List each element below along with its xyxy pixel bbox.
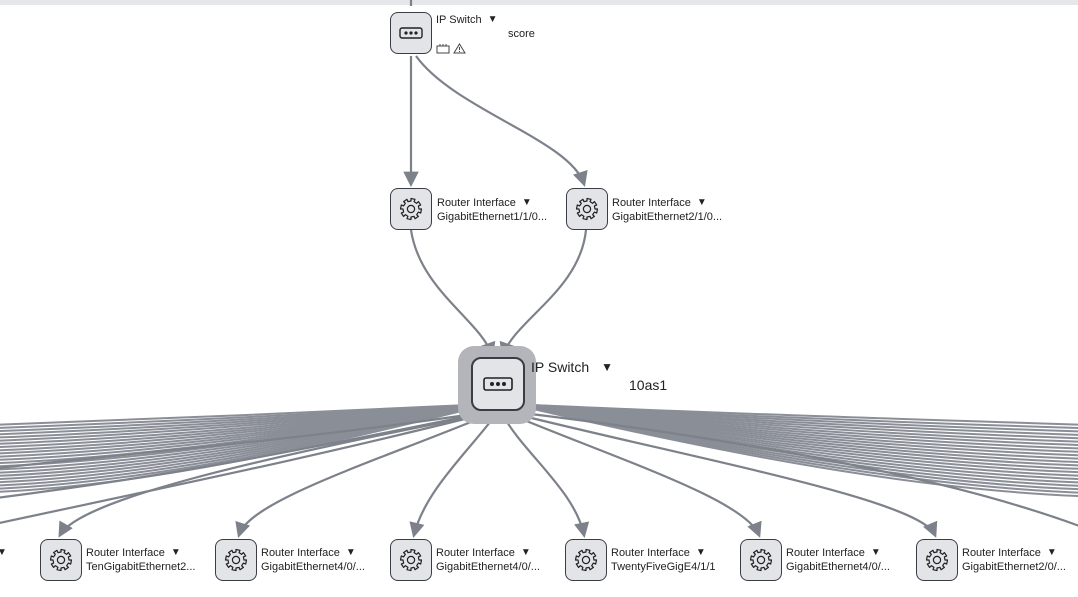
central-switch-name: 10as1 [629, 377, 668, 393]
top-switch-menu-caret[interactable]: ▼ [487, 14, 498, 25]
router-interface-node[interactable] [390, 188, 432, 230]
gear-icon [575, 197, 599, 221]
interface-type: Router Interface [962, 547, 1041, 559]
router-interface-label: Router Interface ▼ TenGigabitEthernet2... [86, 546, 195, 574]
gear-icon [399, 197, 423, 221]
central-switch-node[interactable] [471, 357, 525, 411]
interface-type: Router Interface [437, 197, 516, 209]
interface-type: Router Interface [436, 547, 515, 559]
link-central-to-lower4 [501, 412, 590, 539]
interface-menu-caret[interactable]: ▼ [520, 547, 531, 558]
interface-type: Router Interface [261, 547, 340, 559]
central-switch-label: IP Switch ▼ 10as1 [531, 358, 667, 394]
router-interface-label: Router Interface ▼ GigabitEthernet2/1/0..… [612, 196, 722, 224]
link-central-west-b [0, 410, 489, 499]
warning-icon [453, 43, 466, 54]
link-if2-to-central [499, 229, 588, 358]
router-interface-label: Router Interface ▼ GigabitEthernet1/1/0..… [437, 196, 547, 224]
interface-menu-caret[interactable]: ▼ [521, 197, 532, 208]
top-switch-node[interactable] [390, 12, 432, 54]
top-bar [0, 0, 1078, 5]
gear-icon [399, 548, 423, 572]
router-interface-node[interactable] [566, 188, 608, 230]
router-interface-label: Router Interface ▼ GigabitEthernet2/0/... [962, 546, 1066, 574]
link-if1-to-central [409, 229, 496, 358]
link-central-to-lower3 [409, 412, 498, 538]
router-interface-node[interactable] [40, 539, 82, 581]
link-top-to-if2 [415, 55, 588, 187]
interface-menu-caret[interactable]: ▼ [696, 197, 707, 208]
gear-icon [925, 548, 949, 572]
router-interface-label: Router Interface ▼ TwentyFiveGigE4/1/1 [611, 546, 716, 574]
router-interface-node[interactable] [390, 539, 432, 581]
router-interface-node[interactable] [215, 539, 257, 581]
interface-name: TwentyFiveGigE4/1/1 [611, 561, 716, 573]
interface-name: GigabitEthernet4/0/... [261, 561, 365, 573]
link-central-west-a [0, 410, 488, 469]
router-interface-label: Router Interface ▼ GigabitEthernet4/0/... [786, 546, 890, 574]
switch-icon [483, 377, 513, 391]
central-switch-type: IP Switch [531, 359, 590, 375]
interface-menu-caret[interactable]: ▼ [345, 547, 356, 558]
link-central-to-lower2 [235, 411, 494, 538]
interface-type: Router Interface [612, 197, 691, 209]
interface-type: Router Interface [611, 547, 690, 559]
router-interface-label: Router Interface ▼ GigabitEthernet4/0/... [436, 546, 540, 574]
interface-menu-caret[interactable]: ▼ [1046, 547, 1057, 558]
router-interface-node[interactable] [740, 539, 782, 581]
gear-icon [749, 548, 773, 572]
router-interface-node[interactable] [916, 539, 958, 581]
router-interface-label: Router Interface ▼ GigabitEthernet4/0/... [261, 546, 365, 574]
interface-menu-caret[interactable]: ▼ [870, 547, 881, 558]
interface-name: TenGigabitEthernet2... [86, 561, 196, 573]
interface-name: GigabitEthernet1/1/0... [437, 211, 548, 223]
interface-menu-caret[interactable]: ▼ [170, 547, 181, 558]
top-switch-label: IP Switch ▼ score [436, 13, 535, 54]
switch-icon [399, 27, 423, 39]
gear-icon [49, 548, 73, 572]
interface-type: Router Interface [86, 547, 165, 559]
interface-name: GigabitEthernet2/0/... [962, 561, 1066, 573]
link-central-east-a [513, 410, 1078, 527]
top-switch-name: score [508, 28, 535, 40]
interface-name: GigabitEthernet4/0/... [786, 561, 890, 573]
interface-type: Router Interface [786, 547, 865, 559]
central-switch-menu-caret[interactable]: ▼ [601, 360, 613, 374]
link-central-west-c [0, 411, 490, 524]
top-switch-type: IP Switch [436, 14, 482, 26]
link-central-to-lower6 [510, 411, 938, 538]
gear-icon [224, 548, 248, 572]
router-interface-node[interactable] [565, 539, 607, 581]
port-status-icon [436, 44, 450, 54]
link-central-to-lower1 [58, 411, 491, 538]
gear-icon [574, 548, 598, 572]
offscreen-node-menu-caret[interactable]: ▼ [0, 547, 7, 558]
link-central-to-lower5 [506, 411, 762, 538]
interface-name: GigabitEthernet2/1/0... [612, 211, 723, 223]
interface-name: GigabitEthernet4/0/... [436, 561, 540, 573]
interface-menu-caret[interactable]: ▼ [695, 547, 706, 558]
